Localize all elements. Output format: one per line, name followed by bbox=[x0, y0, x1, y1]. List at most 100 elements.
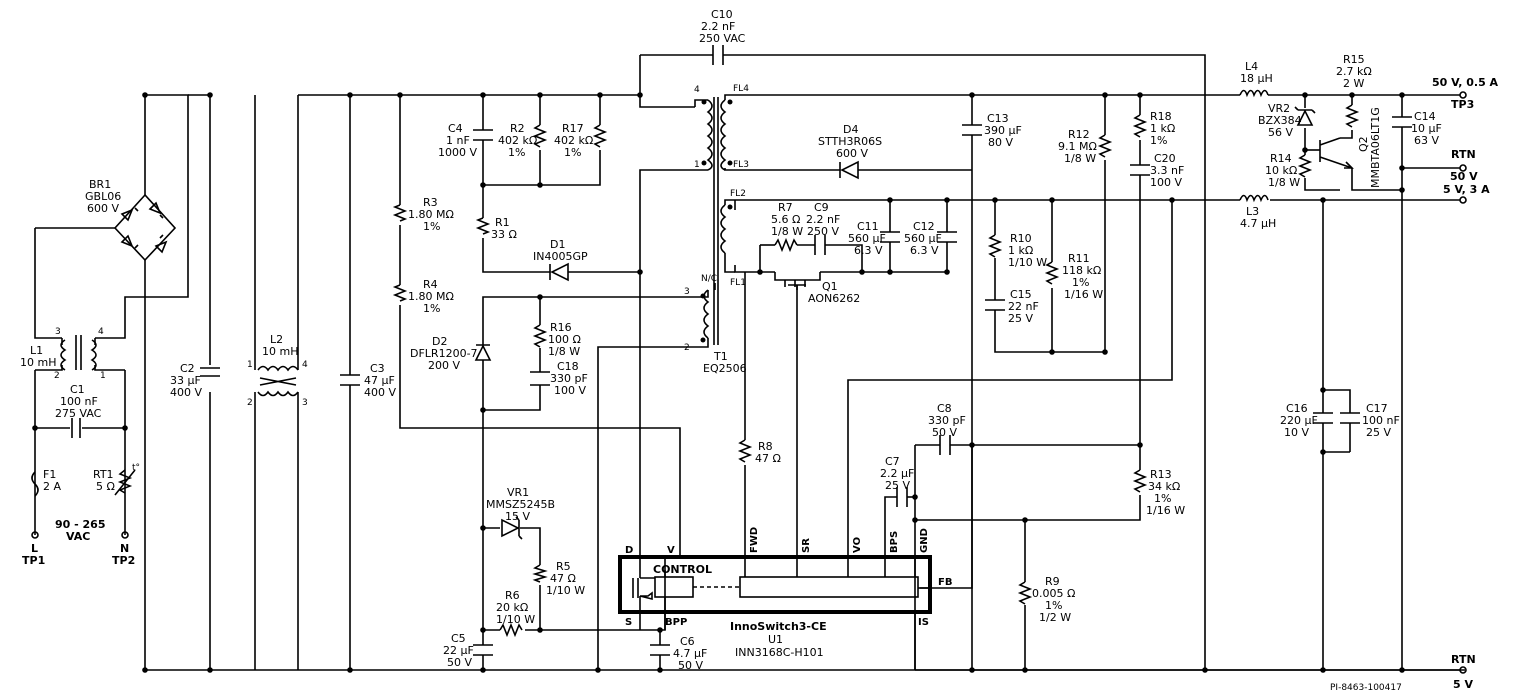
q2-part: MMBTA06LT1G bbox=[1369, 107, 1382, 188]
l2-pin3: 3 bbox=[302, 398, 308, 408]
l4-value: 18 μH bbox=[1240, 72, 1273, 85]
d2-part: DFLR1200-7 bbox=[410, 347, 478, 360]
c15-ref: C15 bbox=[1010, 288, 1032, 301]
c9-value: 2.2 nF bbox=[806, 213, 840, 226]
r16-ref: R16 bbox=[550, 321, 572, 334]
u1-pin-sr: SR bbox=[801, 538, 812, 553]
u1-pin-d: D bbox=[625, 545, 633, 556]
u1-innoswitch: CONTROL D V FWD SR VO BPS GND FB S BPP I… bbox=[618, 527, 952, 670]
c3-ref: C3 bbox=[370, 362, 385, 375]
l2-pin2: 2 bbox=[247, 398, 253, 408]
r18-ref: R18 bbox=[1150, 110, 1172, 123]
l1-pin4: 4 bbox=[98, 327, 104, 337]
c10-value: 2.2 nF bbox=[701, 20, 735, 33]
c12-rating: 6.3 V bbox=[910, 244, 939, 257]
u1-pin-is: IS bbox=[918, 617, 929, 628]
t1-fl1: FL1 bbox=[730, 278, 746, 288]
drawing-id: PI-8463-100417 bbox=[1330, 683, 1402, 693]
r7-rating: 1/8 W bbox=[771, 225, 803, 238]
c20-value: 3.3 nF bbox=[1150, 164, 1184, 177]
out5-label: 5 V, 3 A bbox=[1443, 183, 1490, 196]
r11-rating: 1/16 W bbox=[1064, 288, 1103, 301]
t1-pin1: 1 bbox=[694, 160, 700, 170]
c1-value: 100 nF bbox=[60, 395, 98, 408]
r12-rating: 1/8 W bbox=[1064, 152, 1096, 165]
l1-ref: L1 bbox=[30, 344, 43, 357]
symbols bbox=[31, 45, 1467, 674]
r11-ref: R11 bbox=[1068, 252, 1090, 265]
c8-value: 330 pF bbox=[928, 414, 966, 427]
t1-ref: T1 bbox=[713, 350, 728, 363]
vr2-part: BZX384 bbox=[1258, 114, 1302, 127]
l2-value: 10 mH bbox=[262, 345, 298, 358]
r16-rating: 1/8 W bbox=[548, 345, 580, 358]
r15-value: 2.7 kΩ bbox=[1336, 65, 1372, 78]
u1-pin-v: V bbox=[667, 545, 675, 556]
c4-rating: 1000 V bbox=[438, 146, 477, 159]
u1-ref: U1 bbox=[768, 633, 783, 646]
r6-value: 20 kΩ bbox=[496, 601, 528, 614]
f1-ref: F1 bbox=[43, 468, 56, 481]
r5-rating: 1/10 W bbox=[546, 584, 585, 597]
c13-value: 390 μF bbox=[984, 124, 1022, 137]
c18-value: 330 pF bbox=[550, 372, 588, 385]
c15-rating: 25 V bbox=[1008, 312, 1033, 325]
q2-ref: Q2 bbox=[1357, 136, 1370, 152]
u1-pin-s: S bbox=[625, 617, 632, 628]
u1-pin-fb: FB bbox=[938, 577, 952, 588]
labels: C10 2.2 nF 250 VAC BR1 GBL06 600 V L1 10… bbox=[20, 8, 1499, 693]
c5-ref: C5 bbox=[451, 632, 466, 645]
u1-pin-gnd: GND bbox=[919, 528, 930, 553]
t1-part: EQ2506 bbox=[703, 362, 747, 375]
d4-part: STTH3R06S bbox=[818, 135, 882, 148]
d4-ref: D4 bbox=[843, 123, 858, 136]
c12-value: 560 μF bbox=[904, 232, 942, 245]
f1-value: 2 A bbox=[43, 480, 61, 493]
r3-value: 1.80 MΩ bbox=[408, 208, 454, 221]
c14-rating: 63 V bbox=[1414, 134, 1439, 147]
c1-ref: C1 bbox=[70, 383, 85, 396]
r17-value: 402 kΩ bbox=[554, 134, 593, 147]
r7-value: 5.6 Ω bbox=[771, 213, 800, 226]
vr2-ref: VR2 bbox=[1268, 102, 1290, 115]
r8-value: 47 Ω bbox=[755, 452, 781, 465]
r9-rating: 1/2 W bbox=[1039, 611, 1071, 624]
r12-ref: R12 bbox=[1068, 128, 1090, 141]
r10-rating: 1/10 W bbox=[1008, 256, 1047, 269]
vr1-rating: 15 V bbox=[505, 510, 530, 523]
br1-part: GBL06 bbox=[85, 190, 121, 203]
r2-value: 402 kΩ bbox=[498, 134, 537, 147]
r1-value: 33 Ω bbox=[491, 228, 517, 241]
r10-value: 1 kΩ bbox=[1008, 244, 1033, 257]
r15-ref: R15 bbox=[1343, 53, 1365, 66]
l1-value: 10 mH bbox=[20, 356, 56, 369]
c17-value: 100 nF bbox=[1362, 414, 1400, 427]
c8-ref: C8 bbox=[937, 402, 952, 415]
r15-rating: 2 W bbox=[1343, 77, 1364, 90]
l3-value: 4.7 μH bbox=[1240, 217, 1276, 230]
c5-value: 22 μF bbox=[443, 644, 474, 657]
l1-pin3: 3 bbox=[55, 327, 61, 337]
c7-ref: C7 bbox=[885, 455, 900, 468]
c1-rating: 275 VAC bbox=[55, 407, 102, 420]
l1-pin1: 1 bbox=[100, 371, 106, 381]
rtn50-v: 50 V bbox=[1450, 170, 1478, 183]
c14-value: 10 μF bbox=[1411, 122, 1442, 135]
r9-ref: R9 bbox=[1045, 575, 1060, 588]
u1-part: INN3168C-H101 bbox=[735, 646, 824, 659]
t1-fl3: FL3 bbox=[733, 160, 749, 170]
r6-ref: R6 bbox=[505, 589, 520, 602]
c16-ref: C16 bbox=[1286, 402, 1308, 415]
r13-ref: R13 bbox=[1150, 468, 1172, 481]
c16-rating: 10 V bbox=[1284, 426, 1309, 439]
r1-ref: R1 bbox=[495, 216, 510, 229]
r4-value: 1.80 MΩ bbox=[408, 290, 454, 303]
c10-ref: C10 bbox=[711, 8, 733, 21]
c12-ref: C12 bbox=[913, 220, 935, 233]
c20-ref: C20 bbox=[1154, 152, 1176, 165]
r2-ref: R2 bbox=[510, 122, 525, 135]
t1-pin3: 3 bbox=[684, 287, 690, 297]
vr2-rating: 56 V bbox=[1268, 126, 1293, 139]
l2-pin1: 1 bbox=[247, 360, 253, 370]
